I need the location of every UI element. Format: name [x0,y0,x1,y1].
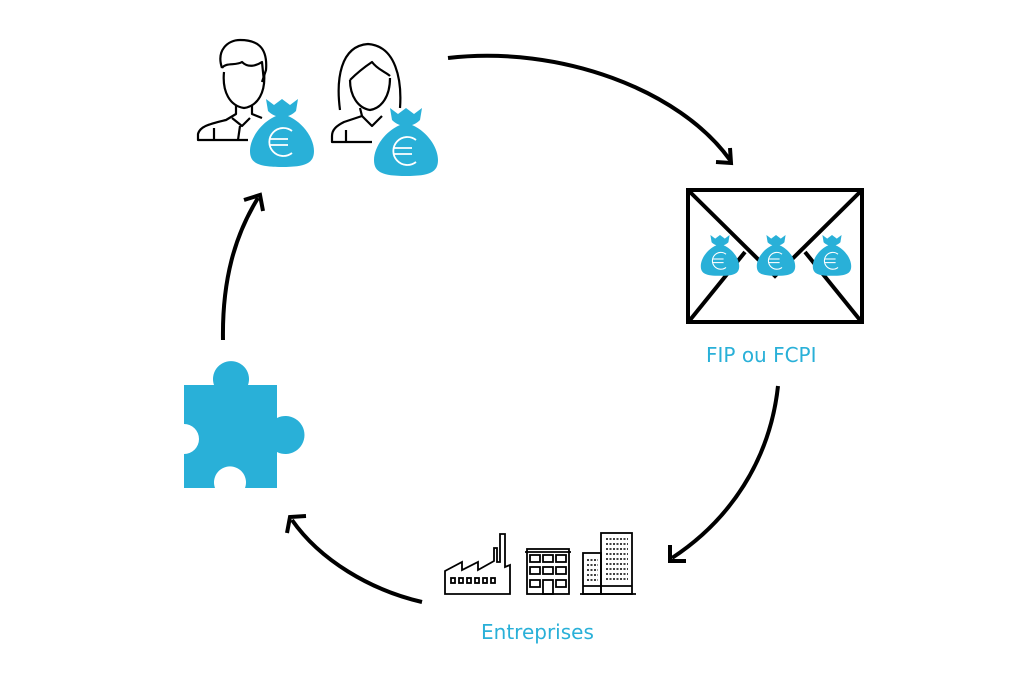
money-bag-euro-icon [700,234,740,277]
arrow-fund-to-companies [668,385,780,563]
puzzle-piece-icon [184,361,305,488]
man-icon [196,38,268,142]
puzzle-node [184,361,305,488]
arrow-puzzle-to-investors [220,192,265,341]
arrow-companies-to-puzzle [285,514,423,604]
investors-node [196,38,439,177]
fund-label: FIP ou FCPI [706,343,817,367]
office-building-icon [525,548,571,595]
arrow-investors-to-fund [447,53,734,166]
money-bag-euro-icon [249,98,315,168]
factory-icon [444,533,511,595]
skyscraper-icon [580,532,636,595]
fund-node [686,188,864,324]
woman-icon [330,42,402,144]
money-bag-euro-icon [812,234,852,277]
money-bag-euro-icon [756,234,796,277]
money-bag-euro-icon [373,107,439,177]
companies-label: Entreprises [481,620,594,644]
companies-node [444,532,636,595]
